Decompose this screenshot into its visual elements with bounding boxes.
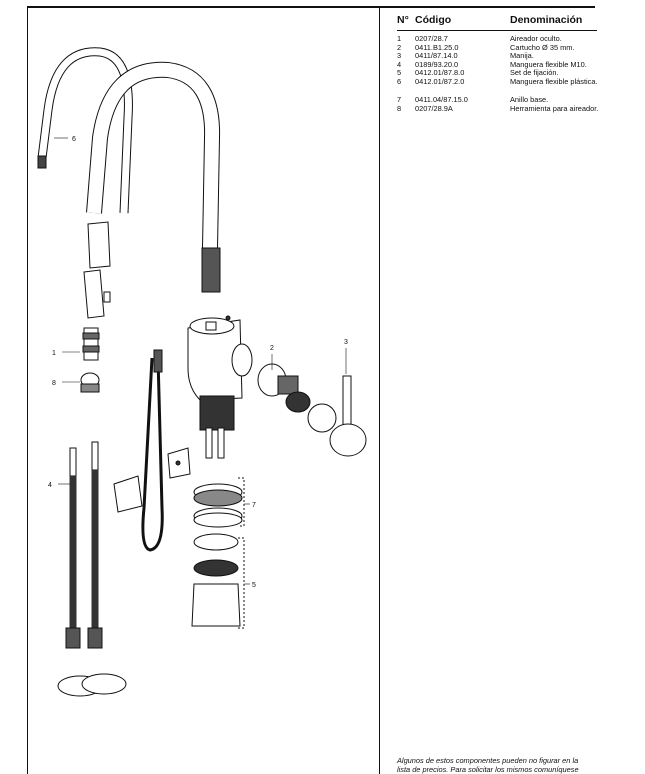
header-rule [397,30,597,31]
top-rule [27,6,595,8]
header-num: N° [397,14,409,26]
column-divider [379,8,380,774]
row-name: Manguera flexible M10. [510,59,587,69]
row-code: 0412.01/87.8.0 [415,68,465,77]
row-num: 4 [397,59,402,69]
callout-5: 5 [252,582,256,589]
aerator-holder [83,269,105,319]
row-name: Aireador oculto. [510,34,562,43]
row-num: 6 [397,76,402,86]
callout-2: 2 [270,345,274,352]
row-code: 0207/28.7 [415,34,448,43]
callout-4: 4 [48,482,52,489]
row-num: 5 [397,68,402,77]
exploded-diagram: 6 1 8 4 2 3 7 5 [37,47,367,697]
row-name: Anillo base. [510,95,549,104]
row-code: 0411/87.14.0 [415,51,458,60]
frame-left-border [27,8,28,774]
row-num: 1 [397,34,402,43]
row-num: 2 [397,42,402,52]
base-ring-set-7 [193,477,245,528]
callout-7: 7 [252,502,256,509]
flexible-hose-6 [37,47,133,214]
row-code: 0411.04/87.15.0 [415,95,468,104]
hose-clip [113,475,143,513]
hose-loop [141,357,164,552]
footnote: Algunos de estos componentes pueden no f… [397,756,579,774]
cartridge-2 [257,363,311,413]
row-num: 7 [397,95,402,104]
fixing-set-5 [191,533,245,629]
row-code: 0411.B1.25.0 [415,42,459,52]
spout-thread [201,247,221,293]
row-num: 8 [397,103,402,113]
row-name: Manija. [510,51,534,60]
row-name: Set de fijación. [510,68,559,77]
supply-hoses-4 [65,441,103,649]
row-code: 0207/28.9A [415,103,453,113]
callout-6: 6 [72,136,76,143]
header-code: Código [415,14,452,26]
callout-3: 3 [344,339,348,346]
spout [86,61,221,249]
faucet-body [187,317,253,459]
row-code: 0189/93.20.0 [415,59,459,69]
callout-1: 1 [52,350,56,357]
handle-3 [329,375,367,457]
callout-8: 8 [52,380,56,387]
aerator-sleeve [87,221,111,269]
row-name: Manguera flexible plástica. [510,76,598,86]
header-name: Denominación [510,14,583,26]
row-num: 3 [397,51,402,60]
cover-ring [307,403,337,433]
aerator-holder-pin [103,291,111,303]
row-code: 0412.01/87.2.0 [415,76,465,86]
row-name: Cartucho Ø 35 mm. [510,42,575,52]
row-name: Herramienta para aireador. [510,103,599,113]
